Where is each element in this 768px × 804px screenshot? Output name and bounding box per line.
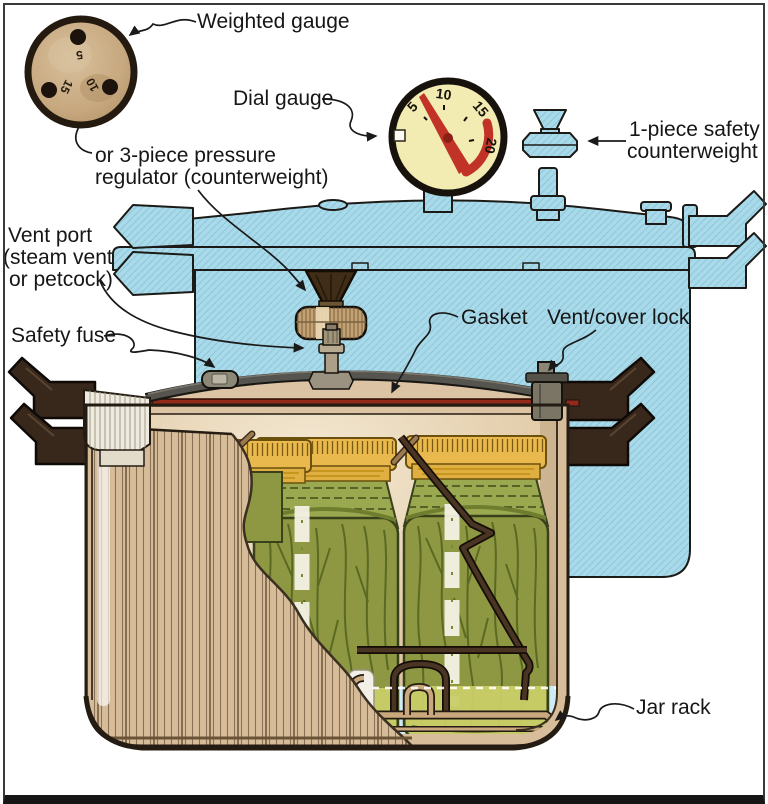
one-piece-counterweight — [522, 109, 578, 158]
front-canner — [83, 323, 580, 751]
weight-hole-top — [70, 29, 86, 45]
weight-number-5: 5 — [75, 48, 84, 63]
dial-gauge: 5 10 15 20 — [388, 77, 508, 197]
weight-hole-left — [41, 82, 57, 98]
leader-vent-cover-lock — [547, 329, 597, 372]
dial-window — [393, 129, 406, 142]
rack-handle-wire — [357, 434, 534, 714]
label-vent-port-line2: (steam vent — [3, 246, 113, 269]
leader-safety-fuse — [103, 333, 216, 368]
lid-flange-notches — [351, 262, 540, 270]
background-canner-lid-dome — [138, 199, 690, 248]
dial-needle-pivot — [443, 133, 453, 143]
background-handle-right-1 — [688, 190, 767, 247]
dial-number-10: 10 — [435, 85, 453, 103]
vent-cover-lock-part — [525, 361, 580, 421]
background-handle-left-1 — [113, 204, 194, 249]
leader-gasket — [391, 312, 459, 394]
weight-number-10: 10 — [83, 75, 102, 94]
dial-number-20: 20 — [482, 137, 500, 155]
dial-needle — [419, 93, 470, 174]
leader-jar-rack — [554, 703, 635, 722]
leader-weighted-gauge — [128, 18, 197, 36]
leader-dial-gauge — [321, 98, 378, 142]
cutaway-wall — [85, 424, 413, 747]
dial-ticks — [423, 105, 475, 142]
label-vent-port-line1: Vent port — [8, 224, 93, 247]
label-dial-gauge: Dial gauge — [233, 87, 334, 110]
background-canner-lid-flange — [112, 246, 696, 271]
label-safety-fuse: Safety fuse — [11, 324, 117, 347]
vent-port-fitting — [308, 323, 354, 390]
weight-number-15: 15 — [57, 78, 76, 97]
label-gasket: Gasket — [461, 306, 528, 329]
connector-three-piece — [74, 126, 93, 154]
dial-red-arc — [461, 118, 494, 177]
label-three-piece-line2: regulator (counterweight) — [95, 166, 329, 189]
label-three-piece-line1: or 3-piece pressure — [95, 144, 276, 167]
lid-nub — [318, 199, 348, 211]
background-handle-right-2 — [688, 232, 767, 289]
leader-vent-port — [99, 280, 305, 353]
weighted-gauge: 5 15 10 — [24, 15, 138, 129]
label-one-piece-line2: counterweight — [627, 140, 758, 163]
leader-lines — [74, 18, 635, 722]
label-weighted-gauge: Weighted gauge — [197, 10, 350, 33]
background-handle-left-2 — [113, 251, 194, 296]
lid-small-fitting — [640, 201, 672, 225]
label-jar-rack: Jar rack — [636, 696, 711, 719]
label-vent-port-line3: or petcock) — [9, 268, 113, 291]
leader-three-piece — [197, 189, 307, 292]
three-piece-regulator — [294, 269, 368, 341]
label-one-piece-line1: 1-piece safety — [629, 118, 760, 141]
weight-hole-right — [102, 79, 118, 95]
label-vent-cover-lock: Vent/cover lock — [547, 306, 690, 329]
safety-fuse-part — [201, 370, 239, 389]
vent-pipe — [530, 167, 566, 221]
front-canner-handles — [7, 356, 656, 467]
